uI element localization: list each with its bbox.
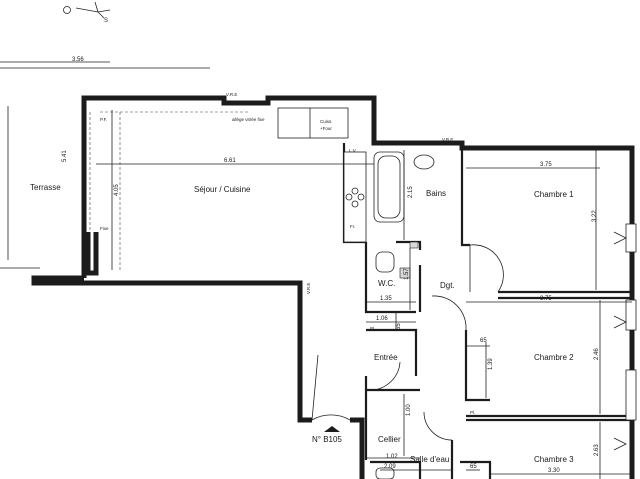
dim-2-63: 2.63	[594, 444, 600, 456]
room-entree: Entrée	[374, 353, 398, 362]
dim-2-15: 2.15	[408, 186, 414, 198]
bathroom-fixtures	[373, 151, 435, 249]
salle-eau-fixtures	[375, 467, 395, 479]
room-wc: W.C.	[378, 279, 395, 288]
room-sejour: Séjour / Cuisine	[194, 185, 251, 194]
dim-5-41: 5.41	[62, 150, 68, 162]
dimension-labels: 5.41 6.61 4.05 3.75 3.22 2.15 1.57 1.35 …	[62, 150, 600, 474]
room-labels: Terrasse Séjour / Cuisine Bains Chambre …	[30, 183, 574, 464]
dimension-lines	[0, 106, 632, 479]
label-fixe: Fixe	[100, 226, 109, 231]
room-chambre3: Chambre 3	[534, 455, 574, 464]
label-pl-1: Pl.	[370, 326, 375, 331]
wc-fixtures	[375, 251, 411, 279]
lot-marker: N° B105	[312, 426, 342, 444]
windows	[613, 223, 637, 451]
dim-3-22: 3.22	[592, 210, 598, 222]
dim-1-00: 1.00	[406, 404, 412, 416]
dim-6-61: 6.61	[224, 158, 236, 164]
dim-3-75-mid: 3.75	[540, 296, 552, 302]
outer-walls	[31, 95, 635, 479]
doors	[311, 244, 504, 441]
kitchen-block: Cuiss. +Four L.V. Fr. allège vitrée fixe	[232, 107, 367, 243]
dimension-top: 3.56	[0, 57, 210, 69]
dim-65-b: 65	[480, 338, 487, 344]
label-vre-top: V.R.E	[226, 92, 237, 97]
label-cuisine-1: Cuiss.	[320, 119, 333, 124]
dim-1-06: 1.06	[376, 316, 388, 322]
room-dgt: Dgt.	[440, 281, 455, 290]
dim-1-02: 1.02	[386, 454, 398, 460]
label-fr: Fr.	[350, 224, 355, 229]
room-chambre2: Chambre 2	[534, 353, 574, 362]
dim-2-09: 2.09	[384, 464, 396, 470]
dim-1-35: 1.35	[380, 296, 392, 302]
room-cellier: Cellier	[378, 435, 401, 444]
label-cuisine-2: +Four	[320, 126, 332, 131]
compass-south-label: S	[104, 18, 108, 24]
inner-walls	[342, 143, 632, 479]
room-salle-eau: Salle d'eau	[410, 455, 449, 464]
label-sejour-note: allège vitrée fixe	[232, 117, 265, 122]
lot-number: N° B105	[312, 435, 342, 444]
room-bains: Bains	[426, 189, 446, 198]
dim-3-56: 3.56	[72, 57, 84, 63]
dim-65-c: 65	[470, 464, 477, 470]
ceiling-lines	[89, 111, 250, 270]
dim-3-30: 3.30	[548, 468, 560, 474]
label-vre-bottom: V.R.E	[306, 283, 311, 294]
room-chambre1: Chambre 1	[534, 190, 574, 199]
compass-rose: S	[63, 1, 111, 24]
label-pl-2: Pl.	[470, 410, 475, 415]
dim-2-46: 2.46	[594, 348, 600, 360]
dim-1-39: 1.39	[488, 358, 494, 370]
label-pf: P.F.	[100, 117, 107, 122]
small-labels: V.R.E V.R.E V.R.E V.R.E P.F. Fixe Pl. Pl…	[82, 92, 475, 415]
dim-1-57: 1.57	[404, 268, 410, 280]
label-vre-left: V.R.E	[82, 211, 87, 222]
dim-65-a: 65	[396, 323, 402, 330]
dim-3-75-top: 3.75	[540, 162, 552, 168]
room-terrasse: Terrasse	[30, 183, 61, 192]
label-lv: L.V.	[349, 148, 357, 153]
label-vre-right: V.R.E	[442, 137, 453, 142]
dim-4-05: 4.05	[114, 184, 120, 196]
